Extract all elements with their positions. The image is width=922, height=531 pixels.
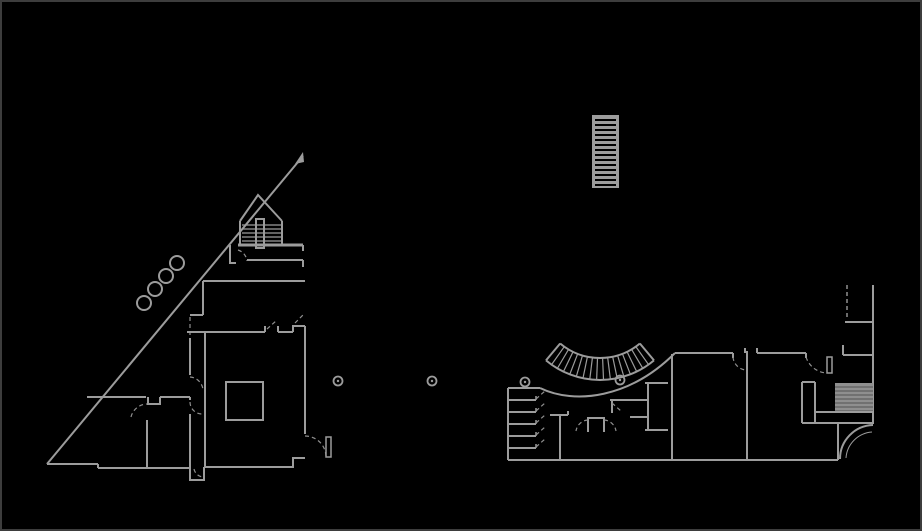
left-building	[47, 280, 332, 481]
column-markers	[332, 374, 626, 388]
right-building	[507, 285, 874, 461]
site-boundary	[46, 152, 304, 465]
straight-stair	[592, 115, 619, 188]
fan-stair	[545, 342, 655, 381]
north-stair-detail	[229, 193, 304, 267]
